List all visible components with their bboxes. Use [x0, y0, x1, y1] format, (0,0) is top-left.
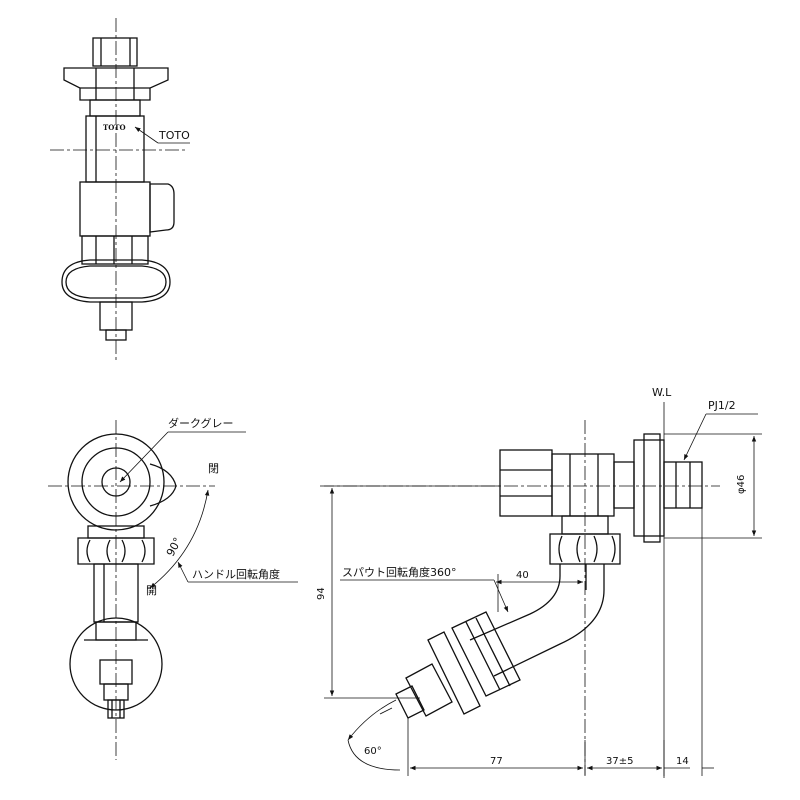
side-view	[48, 420, 215, 760]
wall-annotations: W.L PJ1/2	[652, 386, 758, 461]
right-hex-nut	[549, 533, 621, 565]
label-spout-rotation: スパウト回転角度360°	[342, 565, 457, 579]
flange-nut	[63, 67, 169, 101]
label-dark-gray: ダークグレー	[168, 416, 234, 430]
top-nipple	[92, 37, 138, 67]
dim-37: 37±5	[606, 756, 633, 767]
handle-hub	[101, 467, 131, 497]
spout-pipe	[469, 564, 605, 677]
cap-nut	[499, 449, 553, 517]
dim-14: 14	[676, 756, 689, 767]
front-view: TOTO	[50, 18, 185, 360]
dim-46: φ46	[736, 475, 747, 494]
callout-toto: TOTO	[158, 129, 190, 142]
logo-mark: TOTO	[103, 123, 126, 132]
angle-60: 60°	[364, 746, 382, 757]
label-thread: PJ1/2	[708, 399, 736, 412]
dim-94	[324, 485, 500, 699]
color-callout: ダークグレー	[119, 416, 246, 483]
handle-angle-annotation: 90° 閉 開 ハンドル回転角度	[146, 462, 298, 597]
dim-bottom	[407, 508, 714, 776]
brand-callout: TOTO	[134, 126, 190, 144]
right-view	[320, 402, 720, 778]
dim-40	[496, 574, 583, 612]
rosette-flange	[61, 259, 171, 303]
handle-body-outer	[67, 433, 165, 531]
spout-coupling	[451, 611, 521, 697]
spout-rotation-callout: スパウト回転角度360°	[340, 565, 509, 613]
label-open: 開	[146, 584, 157, 597]
dim-94-text: 94	[316, 587, 327, 600]
valve-body	[551, 453, 615, 517]
label-water-level: W.L	[652, 386, 672, 399]
spout-tip	[405, 663, 453, 717]
side-rosette	[69, 617, 163, 711]
thread-nipple	[663, 461, 703, 509]
handle-side	[149, 183, 175, 233]
label-handle-rotation: ハンドル回転角度	[192, 567, 280, 581]
dim-77: 77	[490, 756, 503, 767]
label-closed: 閉	[208, 462, 219, 475]
dim-diameter	[664, 433, 762, 539]
spout-angle	[347, 699, 401, 771]
dim-40-text: 40	[516, 570, 529, 581]
body-lower	[79, 181, 151, 237]
hex-nut	[81, 235, 149, 265]
